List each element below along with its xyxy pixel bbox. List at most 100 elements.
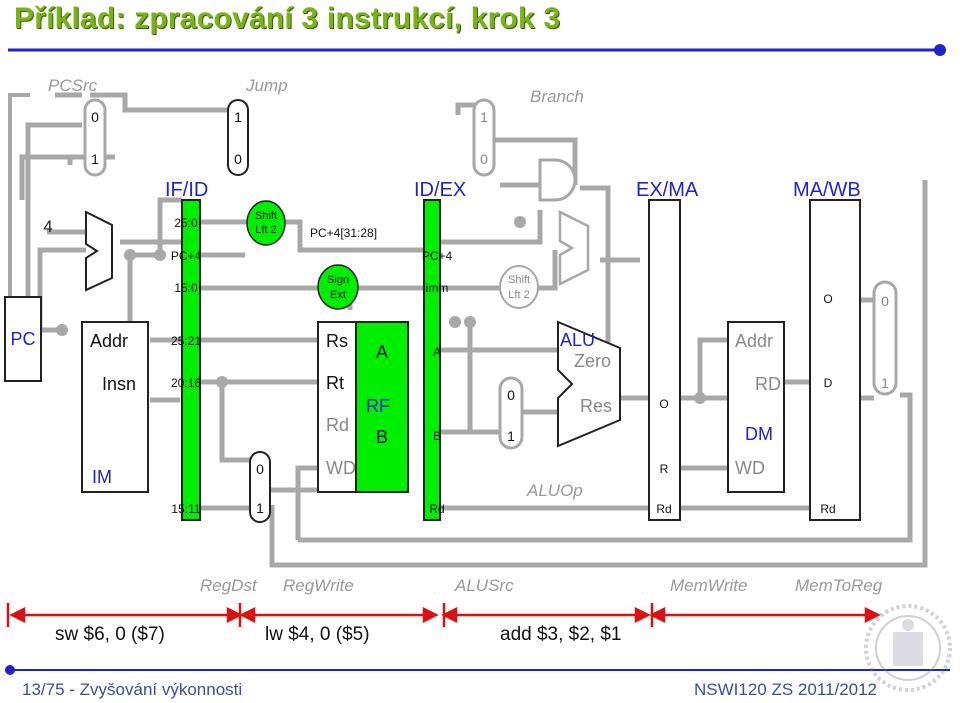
instruction-memory: Addr Insn IM: [81, 321, 149, 493]
idex-a: A: [433, 345, 441, 359]
alu-res: Res: [580, 396, 612, 416]
svg-text:Ext: Ext: [330, 289, 346, 301]
idex-register: PC+4 imm A B Rd: [422, 199, 453, 521]
branch-mux-top: 1: [480, 109, 488, 125]
exma-register: O R Rd: [648, 199, 681, 521]
rf-rs: Rs: [326, 331, 348, 351]
im-label: IM: [92, 467, 112, 487]
regdst-mux-bottom: 1: [256, 500, 264, 516]
branch-and-gate: [538, 158, 577, 202]
alusrc-mux-top: 0: [507, 387, 515, 403]
pc-hi-label: PC+4[31:28]: [310, 226, 377, 240]
dm-wd: WD: [735, 458, 765, 478]
memtoreg-mux-top: 0: [881, 293, 889, 309]
instruction-sw: sw $6, 0 ($7): [55, 624, 165, 645]
regdst-mux: 0 1: [249, 451, 271, 523]
rf-rd: Rd: [326, 415, 349, 435]
rf-rt: Rt: [326, 373, 344, 393]
im-insn-label: Insn: [102, 374, 136, 394]
alu: ALU Zero Res: [557, 320, 621, 448]
dm-addr: Addr: [735, 331, 773, 351]
aluop-label: ALUOp: [526, 481, 583, 500]
branch-shift-left: Shift Lft 2: [499, 265, 539, 309]
memtoreg-mux-bottom: 1: [881, 375, 889, 391]
rf-wd: WD: [326, 458, 356, 478]
svg-text:Lft 2: Lft 2: [255, 224, 276, 236]
pcsrc-label: PCSrc: [48, 76, 98, 95]
svg-text:Shift: Shift: [508, 274, 530, 286]
svg-text:Lft 2: Lft 2: [508, 289, 529, 301]
header-bar: [8, 44, 946, 56]
mawb-d: D: [824, 376, 833, 390]
rf-label: RF: [366, 396, 390, 416]
svg-text:Sign: Sign: [327, 274, 349, 286]
branch-adder: [558, 209, 590, 287]
stage-idex: ID/EX: [414, 179, 466, 201]
jump-label: Jump: [245, 76, 288, 95]
mawb-register: O D Rd: [809, 199, 861, 521]
page-title: Příklad: zpracování 3 instrukcí, krok 3: [14, 2, 561, 35]
pc-label: PC: [10, 329, 35, 349]
alu-label: ALU: [560, 330, 595, 350]
ifid-f25-21: 25:21: [171, 334, 201, 348]
dm-label: DM: [745, 424, 773, 444]
branch-label: Branch: [530, 87, 584, 106]
university-seal: [864, 604, 952, 692]
alusrc-label: ALUSrc: [454, 576, 514, 595]
footer-course-info: NSWI120 ZS 2011/2012: [694, 680, 878, 699]
data-memory: Addr RD DM WD: [727, 321, 785, 493]
mawb-o: O: [823, 292, 832, 306]
memwrite-label: MemWrite: [670, 576, 747, 595]
jump-mux-bottom: 0: [234, 151, 242, 167]
stage-ifid: IF/ID: [165, 179, 208, 201]
instruction-lw: lw $4, 0 ($5): [265, 624, 370, 645]
rf-b: B: [376, 427, 388, 447]
jump-shift-left: Shift Lft 2: [246, 200, 286, 246]
register-file: Rs Rt Rd WD A RF B: [317, 321, 409, 493]
ifid-pc4: PC+4: [171, 249, 202, 263]
rf-a: A: [376, 342, 388, 362]
sign-extend: Sign Ext: [317, 264, 359, 310]
regdst-label: RegDst: [200, 576, 258, 595]
const4-label: 4: [43, 217, 52, 236]
pcsrc-mux-bottom: 1: [91, 151, 99, 167]
pcsrc-mux-top: 0: [91, 109, 99, 125]
branch-mux: 1 0: [472, 98, 496, 177]
regwrite-label: RegWrite: [283, 576, 354, 595]
im-addr-label: Addr: [90, 331, 128, 351]
memtoreg-label: MemToReg: [795, 576, 883, 595]
mawb-rd: Rd: [820, 502, 835, 516]
exma-rd: Rd: [656, 502, 671, 516]
exma-o: O: [659, 397, 668, 411]
stage-mawb: MA/WB: [793, 179, 861, 201]
dm-rd: RD: [755, 374, 781, 394]
regdst-mux-top: 0: [256, 461, 264, 477]
branch-mux-bottom: 0: [480, 151, 488, 167]
idex-imm: imm: [426, 281, 449, 295]
idex-b: B: [433, 429, 441, 443]
footer-page-info: 13/75 - Zvyšování výkonnosti: [22, 680, 243, 699]
idex-pc4: PC+4: [422, 249, 453, 263]
pcsrc-mux: 0 1: [83, 98, 107, 177]
memtoreg-mux: 0 1: [872, 280, 898, 396]
footer-bar: [5, 665, 950, 675]
wire-junctions: [56, 216, 706, 404]
idex-rd: Rd: [429, 502, 444, 516]
stage-exma: EX/MA: [636, 179, 699, 201]
ifid-f20-16: 20:16: [171, 376, 201, 390]
ifid-f25-0: 25:0: [174, 216, 198, 230]
jump-mux-top: 1: [234, 109, 242, 125]
alusrc-mux: 0 1: [498, 376, 524, 450]
exma-r: R: [660, 462, 669, 476]
svg-text:Shift: Shift: [255, 210, 277, 222]
alusrc-mux-bottom: 1: [507, 428, 515, 444]
jump-mux: 1 0: [227, 99, 249, 176]
ifid-f15-11: 15:11: [171, 502, 200, 516]
ifid-register: 25:0 PC+4 15:0 25:21 20:16 15:11: [171, 199, 202, 521]
pc-adder: [85, 210, 113, 292]
ifid-f15-0: 15:0: [174, 281, 198, 295]
pc-register: PC: [4, 296, 42, 382]
instruction-add: add $3, $2, $1: [500, 624, 622, 645]
alu-zero: Zero: [574, 351, 611, 371]
